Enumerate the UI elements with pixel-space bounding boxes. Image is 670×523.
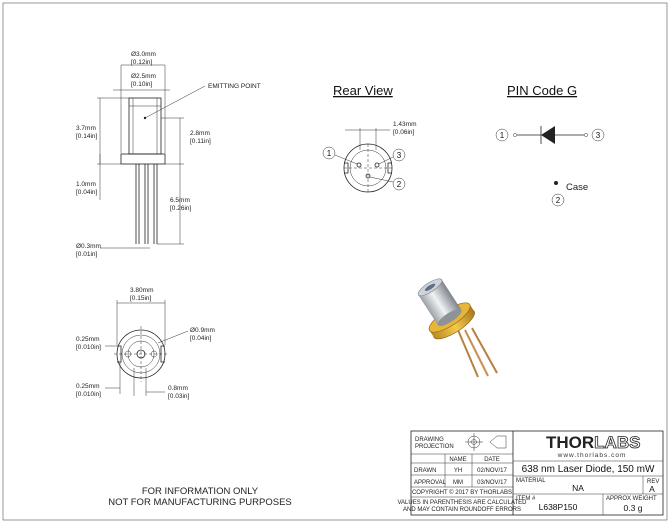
- rear-pin-1: 1: [327, 149, 332, 158]
- dim-emit-height-in: [0.11in]: [190, 138, 211, 145]
- col-date-header: DATE: [484, 457, 500, 463]
- item-label: ITEM #: [516, 496, 536, 502]
- copyright: COPYRIGHT © 2017 BY THORLABS: [412, 489, 512, 496]
- rear-pin-2-marker: [392, 177, 406, 191]
- rear-pin-3-marker: [392, 148, 406, 162]
- rev-value: A: [649, 484, 655, 494]
- drawn-label: DRAWN: [414, 468, 436, 474]
- side-view: Ø3.0mm [0.12in] Ø2.5mm [0.10in] EMITTING…: [76, 51, 261, 258]
- col-name-header: NAME: [449, 457, 466, 463]
- dim-height-in: [0.14in]: [76, 133, 98, 140]
- dim-window-diameter-in: [0.10in]: [131, 81, 153, 88]
- pin-code: PIN Code G 1 3 Case 2: [495, 83, 605, 207]
- dim-cap-diameter-in: [0.12in]: [131, 59, 153, 66]
- part-description: 638 nm Laser Diode, 150 mW: [522, 464, 655, 475]
- drawing-projection-line2: PROJECTION: [415, 444, 454, 450]
- dim-pin-circle-in: [0.04in]: [190, 335, 212, 342]
- dim-flange-width-mm: 3.80mm: [130, 287, 153, 294]
- dim-notch-top-in: [0.010in]: [76, 344, 101, 351]
- dim-flange-in: [0.04in]: [76, 189, 98, 196]
- not-for-manufacturing-note: NOT FOR MANUFACTURING PURPOSES: [108, 497, 292, 508]
- weight-value: 0.3 g: [624, 503, 643, 513]
- laser-diode-illustration: [417, 278, 498, 378]
- info-only-note: FOR INFORMATION ONLY: [142, 486, 259, 497]
- drawn-date: 02/NOV/17: [477, 468, 507, 474]
- pin-code-left: 1: [500, 131, 505, 140]
- projection-symbol: [465, 433, 507, 451]
- rounding-note-line1: VALUES IN PARENTHESIS ARE CALCULATED: [397, 500, 527, 506]
- dim-window-diameter-mm: Ø2.5mm: [131, 73, 156, 80]
- dim-notch-bottom-in: [0.010in]: [76, 391, 101, 398]
- dim-cap-diameter-mm: Ø3.0mm: [131, 51, 156, 58]
- approval-name: MM: [453, 480, 463, 486]
- rear-dim-mm: 1.43mm: [393, 121, 416, 128]
- dim-pin-diameter-in: [0.01in]: [76, 251, 98, 258]
- bottom-view: 3.80mm [0.15in] Ø0.9mm [0.04in] 0.25mm […: [76, 287, 215, 400]
- case-label: Case: [566, 182, 588, 193]
- dim-pin-circle-mm: Ø0.9mm: [190, 327, 215, 334]
- dim-flange-width-in: [0.15in]: [130, 295, 152, 302]
- drawn-name: YH: [454, 468, 462, 474]
- dim-emit-height-mm: 2.8mm: [190, 130, 210, 137]
- dim-pin-diameter-mm: Ø0.3mm: [76, 243, 101, 250]
- material-label: MATERIAL: [516, 478, 546, 484]
- dim-pin-spacing-in: [0.03in]: [168, 393, 190, 400]
- rear-view: Rear View 1.43mm [0.06in] 1 3 2: [322, 83, 416, 193]
- dim-pin-length-mm: 6.5mm: [170, 197, 190, 204]
- dim-notch-bottom-mm: 0.25mm: [76, 383, 99, 390]
- dim-flange-mm: 1.0mm: [76, 181, 96, 188]
- pin-code-title: PIN Code G: [507, 83, 577, 98]
- material-value: NA: [572, 483, 584, 493]
- drawing-projection-line1: DRAWING: [415, 437, 444, 443]
- rear-pin-2: 2: [397, 180, 402, 189]
- logo-labs: LABS: [594, 433, 640, 452]
- dim-height-mm: 3.7mm: [76, 125, 96, 132]
- diode-symbol: [541, 126, 555, 144]
- rear-pin-3: 3: [397, 151, 402, 160]
- case-dot: [554, 181, 558, 185]
- thorlabs-url: www.thorlabs.com: [557, 452, 627, 459]
- rear-pin-1-marker: [322, 146, 336, 160]
- cap-outline: [128, 97, 162, 155]
- approval-date: 03/NOV/17: [477, 480, 507, 486]
- weight-label: APPROX WEIGHT: [606, 496, 657, 502]
- dim-pin-spacing-mm: 0.8mm: [168, 385, 188, 392]
- flange-outline: [120, 153, 166, 165]
- approval-label: APPROVAL: [414, 480, 447, 486]
- dim-pin-length-in: [0.26in]: [170, 205, 192, 212]
- logo-thor: THORLABS: [546, 433, 640, 452]
- rear-dim-in: [0.06in]: [393, 129, 415, 136]
- pin-code-right: 3: [596, 131, 601, 140]
- rev-label: REV: [647, 479, 659, 485]
- item-number: L638P150: [539, 502, 578, 512]
- rounding-note-line2: AND MAY CONTAIN ROUNDOFF ERRORS: [403, 507, 521, 513]
- pin-code-case: 2: [556, 196, 561, 205]
- dim-notch-top-mm: 0.25mm: [76, 336, 99, 343]
- title-block: DRAWING PROJECTION NAME DATE DRAWN YH 02…: [397, 430, 664, 516]
- emitting-point-label: EMITTING POINT: [208, 83, 261, 90]
- rear-view-title: Rear View: [333, 83, 393, 98]
